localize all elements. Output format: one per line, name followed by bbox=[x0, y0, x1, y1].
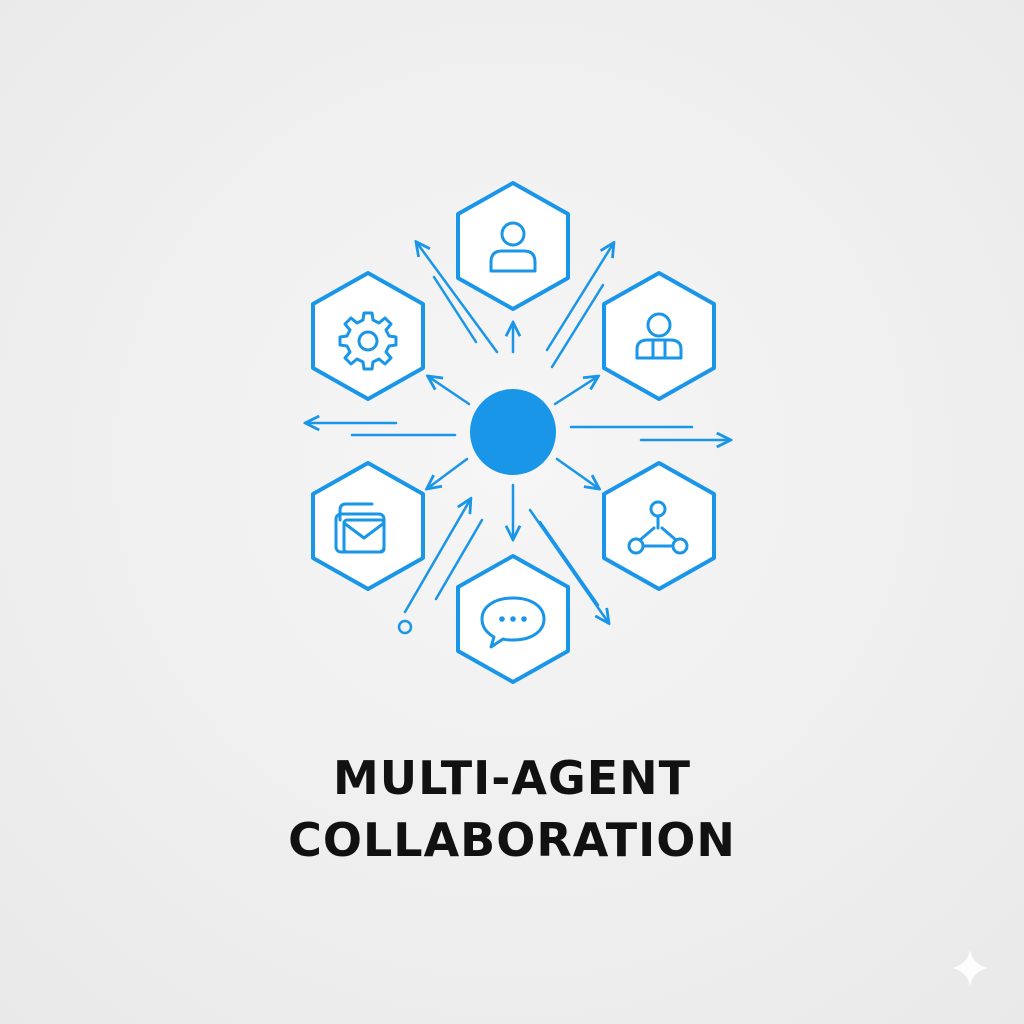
endpoint-dot bbox=[397, 619, 413, 635]
arrow-long-lower-right-b bbox=[538, 520, 600, 607]
gear-icon bbox=[338, 311, 398, 371]
mail-icon bbox=[334, 502, 386, 554]
title-line-2: COLLABORATION bbox=[288, 813, 736, 867]
arrow-upper-left bbox=[429, 377, 471, 406]
arrow-long-upper-left-a bbox=[417, 243, 499, 354]
chat-bubble-icon bbox=[480, 596, 546, 649]
agent-node-lower-left bbox=[311, 461, 425, 591]
user-icon bbox=[489, 221, 537, 273]
arrow-upper-right bbox=[553, 377, 597, 406]
agent-node-upper-left bbox=[311, 271, 425, 401]
arrow-long-lower-left-b bbox=[434, 518, 484, 601]
central-hub bbox=[470, 389, 556, 475]
sparkle-icon bbox=[952, 950, 988, 986]
arrow-lower-left bbox=[428, 457, 469, 488]
arrow-lower-right bbox=[555, 457, 598, 488]
person-icon bbox=[635, 312, 683, 360]
network-nodes-icon bbox=[627, 500, 689, 555]
arrow-long-lower-right-a bbox=[528, 508, 608, 622]
arrow-long-lower-left-a bbox=[403, 500, 470, 614]
arrow-long-upper-right-b bbox=[550, 283, 605, 369]
title-line-1: MULTI-AGENT bbox=[332, 751, 692, 805]
arrow-long-upper-left-b bbox=[432, 275, 478, 344]
chat-dots-icon bbox=[499, 616, 527, 622]
arrow-long-upper-right-a bbox=[545, 244, 613, 352]
